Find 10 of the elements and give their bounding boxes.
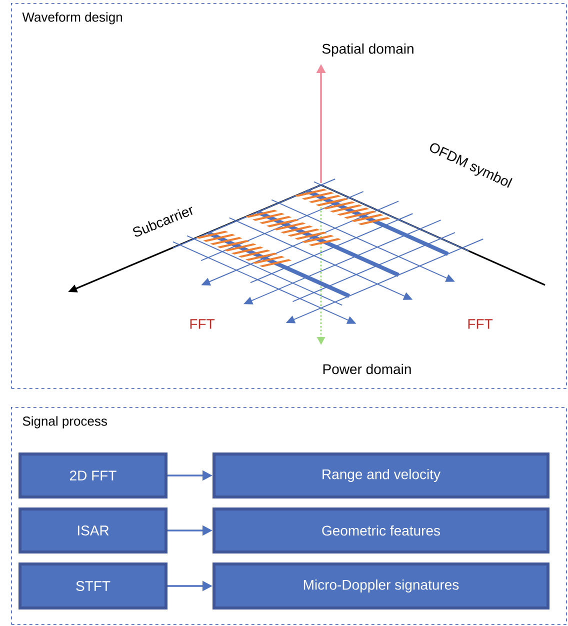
transform-label: FFT: [190, 319, 215, 329]
process-box: STFT: [18, 562, 168, 610]
process-box: Geometric features: [212, 508, 550, 554]
process-box: Micro-Doppler signatures: [212, 562, 550, 610]
process-box: 2D FFT: [18, 452, 168, 498]
transform-label: FFT: [468, 319, 493, 329]
process-box: Range and velocity: [212, 452, 550, 498]
axis-label: Spatial domain: [322, 43, 414, 57]
axis-label: Power domain: [323, 364, 411, 374]
process-box: ISAR: [18, 508, 168, 554]
